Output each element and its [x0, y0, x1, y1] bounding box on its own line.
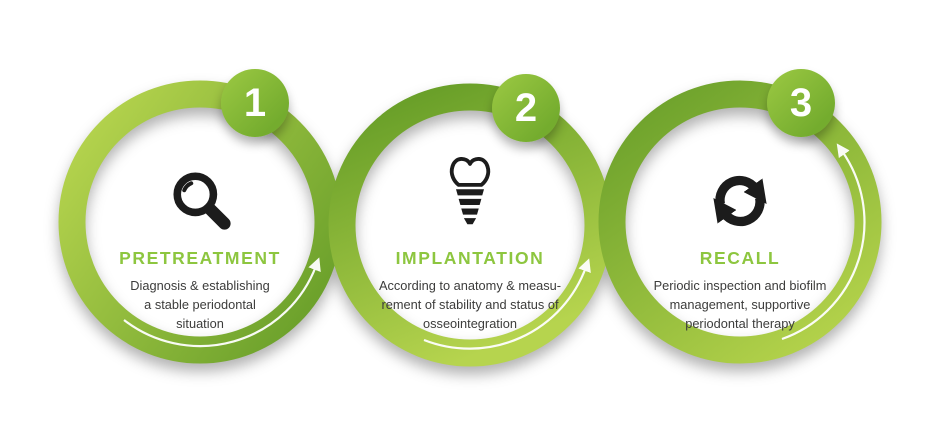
step-3-number-badge: 3 [767, 69, 835, 137]
step-3-number: 3 [789, 81, 813, 125]
implant-icon [442, 138, 498, 234]
flow-arrow-icon [781, 143, 866, 341]
step-2-description: According to anatomy & measu- rement of … [378, 278, 562, 332]
step-recall: RECALL Periodic inspection and biofilm m… [615, 138, 865, 334]
flow-arrow-icon [423, 258, 591, 350]
step-2-number: 2 [514, 86, 538, 130]
magnifier-icon [165, 138, 235, 234]
ring-recall [598, 80, 882, 364]
flow-arrow-icon [123, 257, 321, 348]
step-1-description: Diagnosis & establishing a stable period… [130, 278, 270, 332]
recycle-arrows-icon [713, 175, 767, 227]
recycle-arrows-icon [707, 138, 773, 234]
step-implantation: IMPLANTATION According to anatomy & meas… [345, 138, 595, 334]
ring-implantation [328, 83, 612, 367]
step-3-description: Periodic inspection and biofilm manageme… [653, 278, 827, 332]
step-1-title: PRETREATMENT [119, 248, 281, 268]
step-2-title: IMPLANTATION [395, 248, 545, 268]
step-2-number-badge: 2 [492, 74, 560, 142]
step-1-number-badge: 1 [221, 69, 289, 137]
flow-direction-arrows [123, 143, 866, 350]
step-3-title: RECALL [699, 248, 781, 268]
step-1-number: 1 [243, 81, 267, 125]
magnifier-icon [173, 172, 231, 230]
implant-icon [449, 157, 491, 225]
ring-pretreatment [58, 80, 342, 364]
step-pretreatment: PRETREATMENT Diagnosis & establishing a … [75, 138, 325, 334]
